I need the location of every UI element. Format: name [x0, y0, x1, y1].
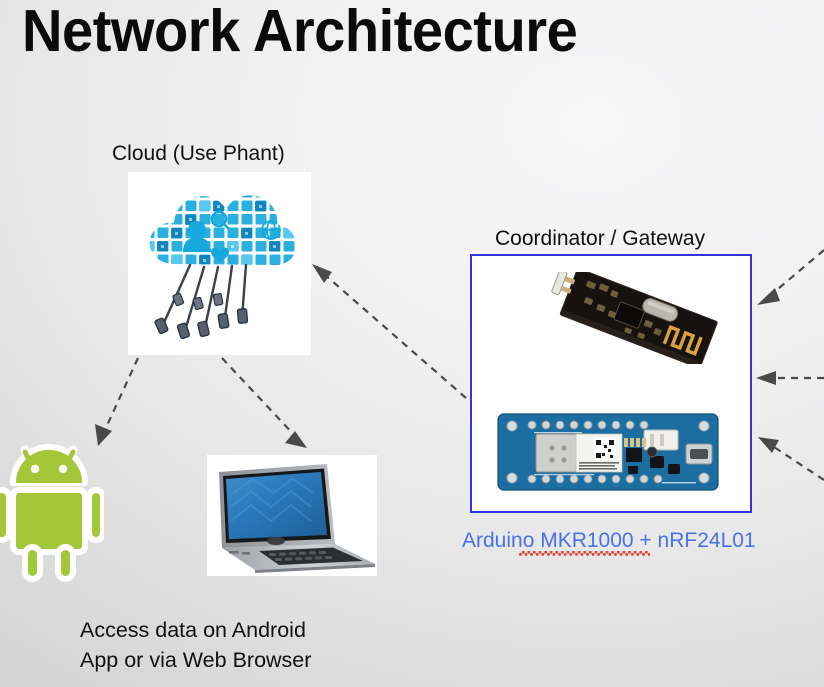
page-title: Network Architecture: [22, 0, 578, 64]
arrow-cloud-to-android: [95, 357, 139, 446]
coordinator-gateway-label: Coordinator / Gateway: [495, 227, 706, 250]
spellcheck-underline: [519, 551, 650, 556]
gateway-caption: Arduino MKR1000 + nRF24L01: [462, 529, 756, 552]
cloud-icons-svg: [149, 195, 297, 340]
android-robot-svg: [0, 444, 106, 582]
laptop-svg: [219, 464, 375, 573]
arrow-gateway-to-cloud: [312, 264, 467, 399]
bottom-caption: Access data on Android App or via Web Br…: [80, 618, 312, 672]
mkr1000-svg: [497, 413, 719, 491]
nrf24l01-svg: [551, 268, 718, 369]
cloud-label: Cloud (Use Phant): [112, 142, 285, 165]
arrow-node1-to-gateway: [757, 249, 824, 305]
arrow-cloud-to-laptop: [221, 357, 307, 448]
laptop-image-panel: [207, 455, 377, 576]
android-robot-icon: [0, 435, 106, 583]
cloud-image-panel: [128, 172, 311, 355]
arduino-mkr1000-image: [494, 404, 722, 500]
arrow-node2-to-gateway: [756, 371, 824, 385]
laptop-icon: [207, 455, 377, 576]
nrf24l01-module-image: [546, 268, 736, 369]
cloud-of-icons-icon: [128, 172, 311, 355]
arrow-node3-to-gateway: [758, 437, 824, 481]
